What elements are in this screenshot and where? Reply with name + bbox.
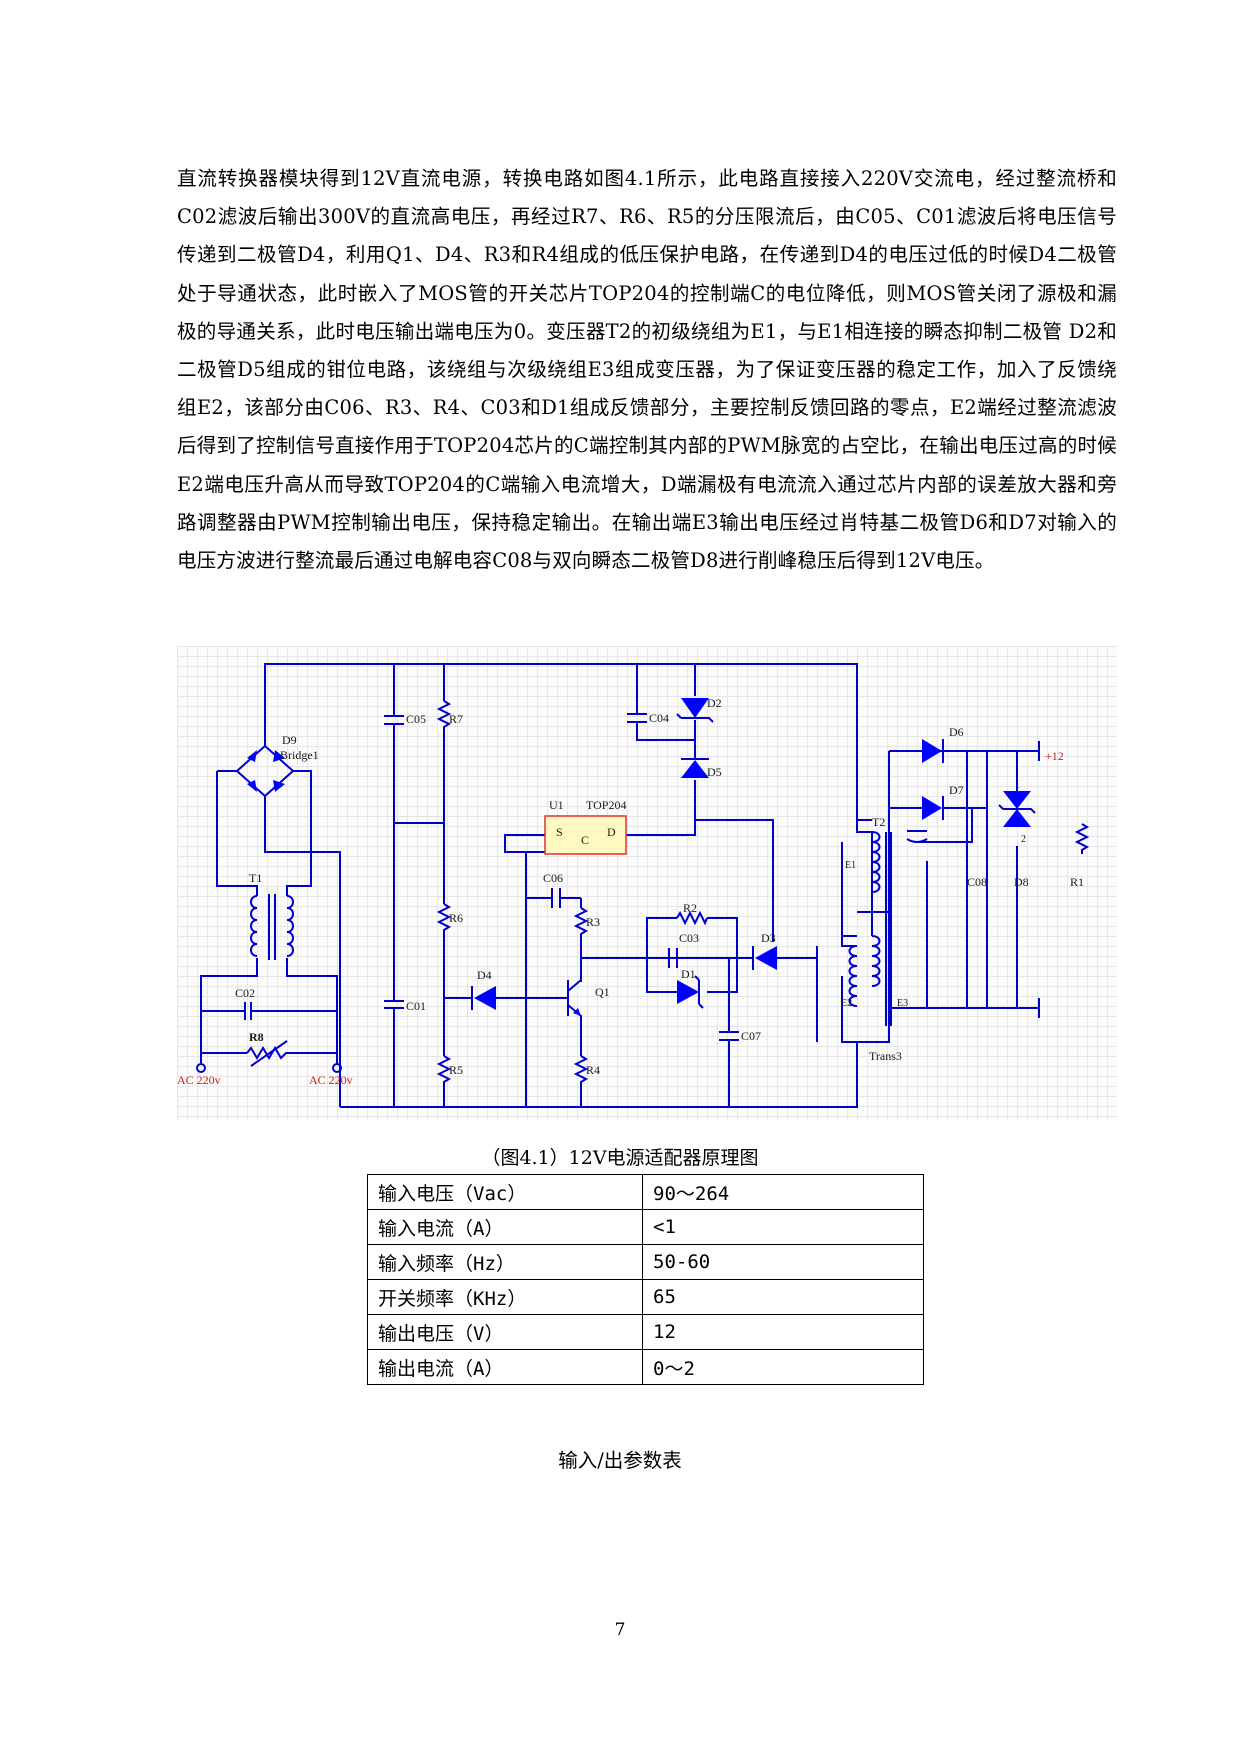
table-row: 输入频率（Hz）50-60 (367, 1244, 924, 1280)
table-row: 输入电流（A）<1 (367, 1209, 924, 1245)
c04-capacitor (627, 713, 647, 723)
label-c08: C08 (967, 875, 987, 889)
table-row: 开关频率（KHz）65 (367, 1279, 924, 1315)
param-value: 50-60 (642, 1244, 924, 1280)
label-d8-pin1: 1 (1015, 780, 1020, 791)
label-d1: D1 (681, 967, 696, 981)
label-c04: C04 (649, 711, 669, 725)
circuit-schematic: D9 Bridge1 T1 C02 R8 AC 220v AC 220v C05… (177, 646, 1117, 1120)
label-t1: T1 (249, 871, 262, 885)
label-r7: R7 (449, 712, 463, 726)
d5-diode (681, 758, 709, 778)
c03-capacitor (668, 948, 678, 968)
r8-resistor (246, 1040, 292, 1067)
label-pin-d: D (607, 825, 616, 839)
label-d5: D5 (707, 765, 722, 779)
label-ac-right: AC 220v (309, 1073, 353, 1087)
d4-diode (471, 986, 496, 1010)
label-trans3: Trans3 (869, 1049, 902, 1063)
bridge-diodes (247, 750, 285, 792)
label-bridge: Bridge1 (280, 748, 319, 762)
table-row: 输出电压（V）12 (367, 1314, 924, 1350)
schematic-svg: D9 Bridge1 T1 C02 R8 AC 220v AC 220v C05… (177, 663, 1090, 1108)
param-name: 输入频率（Hz） (367, 1244, 643, 1280)
label-d6: D6 (949, 725, 964, 739)
label-d2: D2 (707, 696, 722, 710)
param-value: 0～2 (642, 1349, 924, 1385)
param-value: <1 (642, 1209, 924, 1245)
label-d9: D9 (282, 733, 297, 747)
param-name: 输出电流（A） (367, 1349, 643, 1385)
label-top204: TOP204 (586, 798, 626, 812)
label-c07: C07 (741, 1029, 761, 1043)
label-plus12: +12 (1045, 749, 1064, 763)
label-pin-s: S (556, 825, 563, 839)
param-name: 开关频率（KHz） (367, 1279, 643, 1315)
table-row: 输出电流（A）0～2 (367, 1349, 924, 1385)
label-e2: E2 (841, 998, 852, 1009)
body-paragraph: 直流转换器模块得到12V直流电源，转换电路如图4.1所示，此电路直接接入220V… (177, 160, 1117, 580)
param-value: 65 (642, 1279, 924, 1315)
param-name: 输出电压（V） (367, 1314, 643, 1350)
label-r2: R2 (683, 901, 697, 915)
param-value: 12 (642, 1314, 924, 1350)
label-r1: R1 (1070, 875, 1084, 889)
label-d8: D8 (1014, 875, 1029, 889)
c05-c01-capacitors (384, 715, 404, 1009)
bridge-rectifier (235, 744, 295, 798)
label-u1: U1 (549, 798, 564, 812)
label-pin-c: C (581, 833, 589, 847)
label-d4: D4 (477, 968, 492, 982)
table-caption: 输入/出参数表 (558, 1449, 682, 1472)
wires (200, 663, 1040, 1108)
resistors-column (436, 700, 1090, 1086)
label-c02: C02 (235, 986, 255, 1000)
label-c05: C05 (406, 712, 426, 726)
t2-transformer (848, 831, 892, 1026)
page-number: 7 (614, 1620, 626, 1640)
c07-capacitor (719, 1031, 739, 1041)
table-row: 输入电压（Vac）90～264 (367, 1174, 924, 1210)
label-t2: T2 (872, 815, 885, 829)
param-value: 90～264 (642, 1174, 924, 1210)
label-e1: E1 (845, 860, 856, 871)
schematic-labels: D9 Bridge1 T1 C02 R8 AC 220v AC 220v C05… (177, 696, 1084, 1087)
c02-capacitor (237, 1002, 257, 1020)
d8-diode (998, 791, 1036, 827)
label-ac-left: AC 220v (177, 1073, 221, 1087)
top204-chip (544, 815, 627, 855)
d6-d7-diodes (922, 739, 944, 820)
c06-capacitor (551, 888, 561, 908)
label-e3: E3 (897, 998, 908, 1009)
param-name: 输入电流（A） (367, 1209, 643, 1245)
figure-caption: （图4.1）12V电源适配器原理图 (481, 1147, 759, 1169)
label-q1: Q1 (595, 985, 610, 999)
label-d3: D3 (761, 931, 776, 945)
body-text: 直流转换器模块得到12V直流电源，转换电路如图4.1所示，此电路直接接入220V… (177, 167, 1117, 573)
d1-diode (677, 975, 704, 1009)
label-r4: R4 (586, 1063, 600, 1077)
d3-diode (752, 946, 777, 970)
c08-capacitor (906, 830, 928, 843)
t1-transformer (250, 894, 294, 960)
label-d7: D7 (949, 783, 964, 797)
label-r5: R5 (449, 1063, 463, 1077)
d2-diode (676, 698, 714, 723)
label-c06: C06 (543, 871, 563, 885)
param-name: 输入电压（Vac） (367, 1174, 643, 1210)
ac-terminals (196, 1053, 342, 1073)
label-r3: R3 (586, 915, 600, 929)
q1-transistor (573, 1008, 581, 1016)
label-c01: C01 (406, 999, 426, 1013)
label-r6: R6 (449, 911, 463, 925)
label-c03: C03 (679, 931, 699, 945)
label-d8-pin2: 2 (1021, 834, 1026, 845)
label-r8: R8 (249, 1030, 264, 1044)
